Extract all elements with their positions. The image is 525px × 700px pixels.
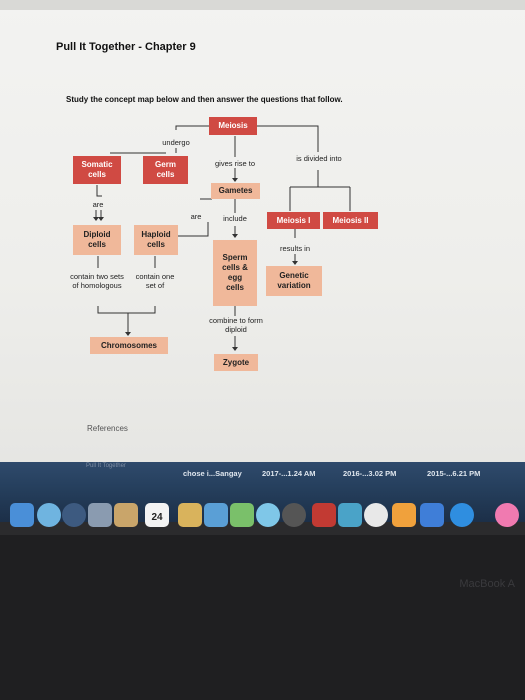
photos-icon[interactable] <box>178 503 202 527</box>
link-divided-into: is divided into <box>296 154 342 163</box>
references-link[interactable]: References <box>87 424 128 433</box>
calendar-icon[interactable]: 24 <box>145 503 169 527</box>
node-sperm-egg-cells: Sperm cells & egg cells <box>213 240 257 306</box>
laptop-bezel <box>0 535 525 700</box>
link-results-in: results in <box>279 244 310 253</box>
node-meiosis-2: Meiosis II <box>323 212 378 229</box>
itunes-app-icon[interactable] <box>364 503 388 527</box>
maps-icon[interactable] <box>230 503 254 527</box>
link-undergo: undergo <box>162 138 190 147</box>
link-are-gametes: are <box>190 212 202 221</box>
concept-map-connectors <box>0 0 525 462</box>
node-genetic-variation: Genetic variation <box>266 266 322 296</box>
link-are-somatic: are <box>92 200 104 209</box>
facetime-icon[interactable] <box>282 503 306 527</box>
photo-app-icon[interactable] <box>88 503 112 527</box>
faded-file-label: Pull It Together <box>86 463 126 469</box>
node-gametes: Gametes <box>211 183 260 199</box>
red-app-icon[interactable] <box>312 503 336 527</box>
notes-icon[interactable] <box>114 503 138 527</box>
link-combine: combine to form diploid <box>209 316 263 334</box>
file-item-1[interactable]: chose i...Sangay <box>183 469 242 478</box>
node-chromosomes: Chromosomes <box>90 337 168 354</box>
node-diploid-cells: Diploid cells <box>73 225 121 255</box>
node-meiosis: Meiosis <box>209 117 257 135</box>
launchpad-icon[interactable] <box>62 503 86 527</box>
link-gives-rise: gives rise to <box>214 159 256 168</box>
link-contain-two-sets: contain two sets of homologous <box>70 272 124 290</box>
instructions: Study the concept map below and then ans… <box>66 95 343 104</box>
laptop-brand: MacBook A <box>459 578 515 590</box>
finder-icon[interactable] <box>10 503 34 527</box>
keynote-icon[interactable] <box>420 503 444 527</box>
node-zygote: Zygote <box>214 354 258 371</box>
safari-icon[interactable] <box>37 503 61 527</box>
node-meiosis-1: Meiosis I <box>267 212 320 229</box>
messages-icon[interactable] <box>256 503 280 527</box>
beach-app-icon[interactable] <box>338 503 362 527</box>
file-item-4[interactable]: 2015-...6.21 PM <box>427 469 481 478</box>
file-item-2[interactable]: 2017-...1.24 AM <box>262 469 316 478</box>
pages-icon[interactable] <box>392 503 416 527</box>
link-include: include <box>223 214 247 223</box>
node-haploid-cells: Haploid cells <box>134 225 178 255</box>
music-icon[interactable] <box>495 503 519 527</box>
app-store-icon[interactable] <box>450 503 474 527</box>
link-contain-one-set: contain one set of <box>135 272 175 290</box>
file-item-3[interactable]: 2016-...3.02 PM <box>343 469 397 478</box>
numbers-icon[interactable] <box>204 503 228 527</box>
top-strip <box>0 0 525 10</box>
node-germ-cells: Germ cells <box>143 156 188 184</box>
calendar-date: 24 <box>151 512 163 523</box>
node-somatic-cells: Somatic cells <box>73 156 121 184</box>
page-title: Pull It Together - Chapter 9 <box>56 41 196 53</box>
